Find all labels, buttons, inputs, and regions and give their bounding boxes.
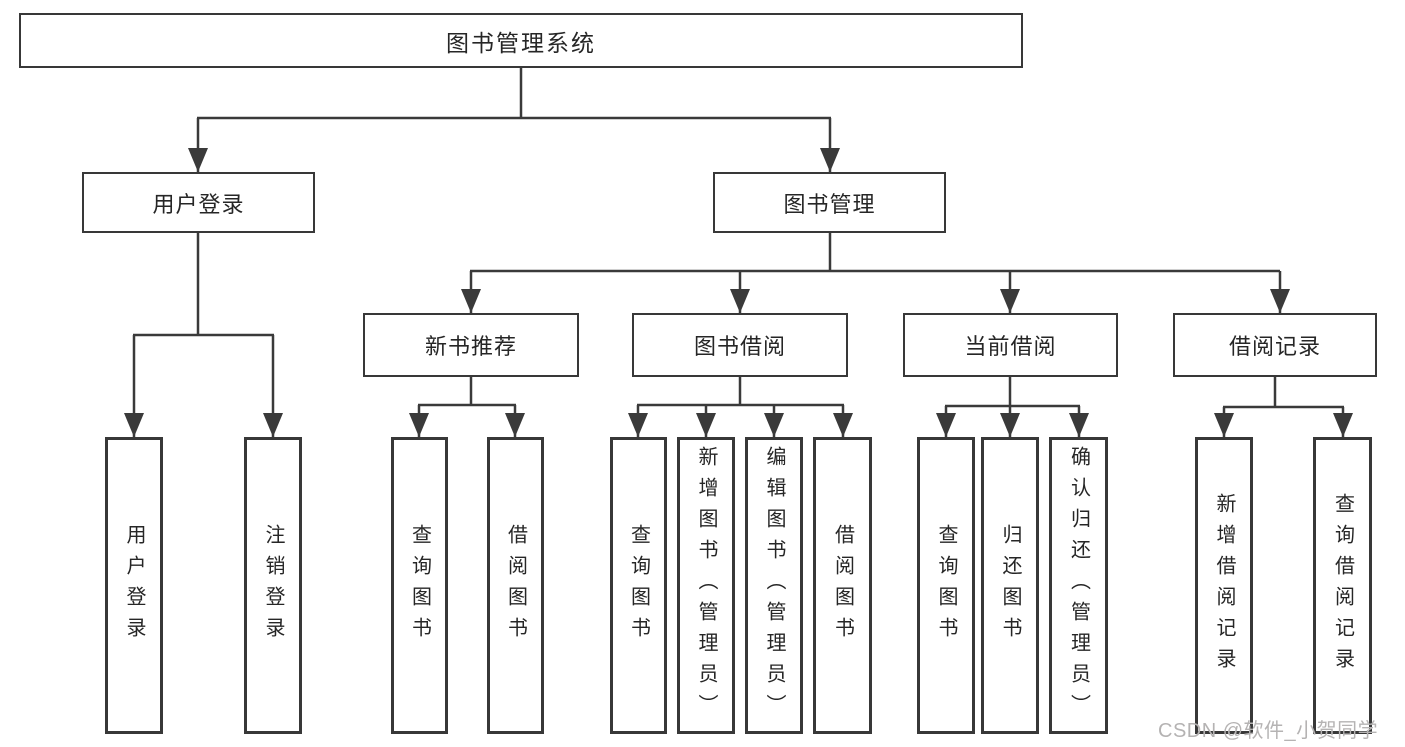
node-book-management-label: 图书管理 (783, 191, 876, 217)
leaf-borrowing-add-books-admin: 新增图书（管理员） (677, 437, 735, 734)
leaf-records-query-record: 查询借阅记录 (1313, 437, 1372, 734)
leaf-borrowing-add-books-admin-label: 新增图书（管理员） (695, 446, 717, 725)
node-user-login: 用户登录 (82, 172, 315, 233)
leaf-user-login-label: 用户登录 (123, 523, 145, 648)
node-new-book-recommend: 新书推荐 (363, 313, 579, 377)
leaf-current-confirm-return-admin: 确认归还（管理员） (1049, 437, 1108, 734)
node-new-book-recommend-label: 新书推荐 (424, 334, 517, 359)
node-book-management: 图书管理 (713, 172, 946, 233)
node-root-label: 图书管理系统 (446, 29, 596, 56)
leaf-user-login: 用户登录 (105, 437, 163, 734)
leaf-borrowing-edit-books-admin: 编辑图书（管理员） (745, 437, 803, 734)
csdn-watermark: CSDN @软件_小贺同学 (1158, 720, 1379, 742)
leaf-borrowing-borrow-books-label: 借阅图书 (831, 523, 854, 648)
leaf-current-confirm-return-admin-label: 确认归还（管理员） (1067, 446, 1090, 725)
leaf-current-query-books: 查询图书 (917, 437, 975, 734)
leaf-recommend-borrow-books: 借阅图书 (487, 437, 544, 734)
node-borrowing-records-label: 借阅记录 (1228, 334, 1321, 359)
node-book-borrowing-label: 图书借阅 (693, 334, 786, 359)
leaf-logout-label: 注销登录 (262, 523, 284, 648)
node-user-login-label: 用户登录 (152, 191, 245, 217)
node-root: 图书管理系统 (19, 13, 1023, 68)
leaf-current-query-books-label: 查询图书 (935, 523, 957, 648)
leaf-current-return-books: 归还图书 (981, 437, 1039, 734)
leaf-borrowing-query-books: 查询图书 (610, 437, 667, 734)
leaf-logout: 注销登录 (244, 437, 302, 734)
leaf-borrowing-edit-books-admin-label: 编辑图书（管理员） (763, 446, 785, 725)
node-current-borrowing: 当前借阅 (903, 313, 1118, 377)
leaf-borrowing-query-books-label: 查询图书 (627, 523, 650, 648)
node-book-borrowing: 图书借阅 (632, 313, 848, 377)
leaf-borrowing-borrow-books: 借阅图书 (813, 437, 872, 734)
leaf-recommend-query-books-label: 查询图书 (408, 523, 431, 648)
leaf-recommend-borrow-books-label: 借阅图书 (504, 523, 527, 648)
node-borrowing-records: 借阅记录 (1173, 313, 1377, 377)
leaf-current-return-books-label: 归还图书 (999, 523, 1021, 648)
leaf-records-add-record-label: 新增借阅记录 (1213, 492, 1235, 679)
leaf-recommend-query-books: 查询图书 (391, 437, 448, 734)
node-current-borrowing-label: 当前借阅 (964, 334, 1057, 359)
leaf-records-query-record-label: 查询借阅记录 (1331, 492, 1354, 679)
leaf-records-add-record: 新增借阅记录 (1195, 437, 1253, 734)
